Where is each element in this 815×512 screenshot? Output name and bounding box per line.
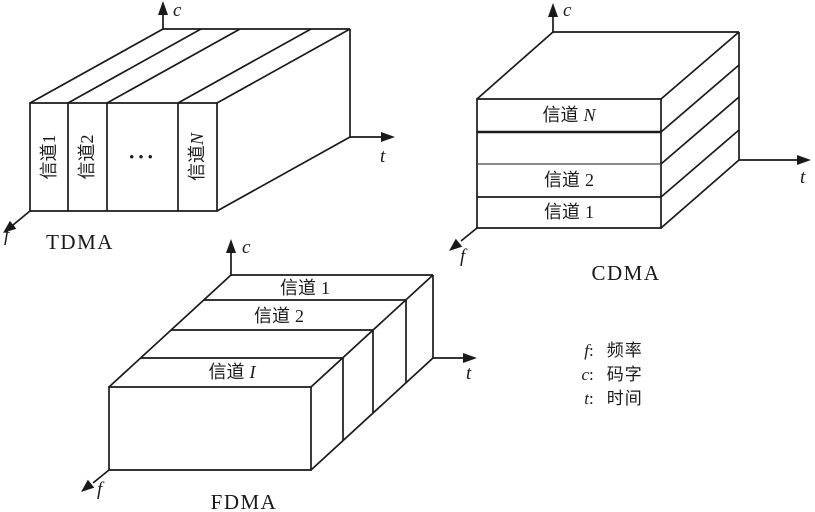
legend-colon: : — [589, 389, 594, 408]
fdma-f-axis-label: f — [97, 479, 103, 500]
tdma-f-axis-label: f — [4, 225, 10, 246]
channel-text: 信道 — [77, 143, 97, 180]
tdma-axis-arrowheads — [3, 1, 395, 233]
fdma-c-axis-label: c — [242, 237, 251, 258]
legend-row-time: t: 时间 — [576, 387, 643, 411]
cdma-axis-arrowheads — [449, 3, 811, 251]
legend-row-frequency: f: 频率 — [576, 339, 643, 363]
axis-legend: f: 频率 c: 码字 t: 时间 — [576, 339, 643, 411]
tdma-t-axis-label: t — [380, 146, 386, 167]
channel-text: 信道 — [544, 202, 580, 222]
cdma-f-axis-label: f — [460, 246, 466, 267]
channel-number: I — [249, 362, 256, 382]
fdma-box — [92, 253, 463, 484]
channel-text: 信道 — [208, 362, 245, 382]
channel-number: 1 — [321, 278, 330, 298]
tdma-ellipsis: ••• — [129, 150, 157, 166]
legend-colon: : — [589, 365, 594, 384]
tdma-slice-label-n: 信道N — [186, 97, 208, 217]
fdma-axis-arrowheads — [81, 239, 477, 492]
legend-symbol: t — [584, 389, 589, 408]
channel-text: 信道 — [544, 170, 580, 190]
channel-text: 信道 — [187, 145, 207, 182]
channel-number: 1 — [39, 134, 59, 144]
tdma-c-axis-label: c — [173, 0, 182, 21]
channel-text: 信道 — [254, 306, 290, 326]
fdma-t-axis-label: t — [466, 363, 472, 384]
channel-number: 2 — [77, 134, 97, 144]
fdma-title: FDMA — [210, 490, 278, 512]
tdma-title: TDMA — [46, 230, 114, 254]
cdma-box — [460, 16, 797, 242]
cdma-title: CDMA — [591, 261, 661, 285]
channel-number: 2 — [295, 306, 304, 326]
channel-number: N — [187, 133, 207, 146]
legend-row-code: c: 码字 — [576, 363, 643, 387]
legend-term: 频率 — [606, 341, 643, 360]
tdma-slice-label-1: 信道1 — [38, 97, 60, 217]
legend-colon: : — [589, 341, 594, 360]
tdma-box — [12, 14, 383, 226]
cdma-c-axis-label: c — [563, 0, 572, 21]
legend-symbol: f — [584, 341, 589, 360]
tdma-slice-label-2: 信道2 — [76, 97, 98, 217]
channel-text: 信道 — [542, 105, 579, 125]
channel-number: 2 — [585, 170, 594, 190]
channel-number: N — [583, 105, 596, 125]
channel-text: 信道 — [280, 278, 316, 298]
channel-text: 信道 — [39, 143, 59, 180]
legend-term: 码字 — [606, 365, 643, 384]
legend-term: 时间 — [606, 389, 643, 408]
legend-symbol: c — [581, 365, 589, 384]
cdma-t-axis-label: t — [800, 167, 806, 188]
channel-number: 1 — [585, 202, 594, 222]
